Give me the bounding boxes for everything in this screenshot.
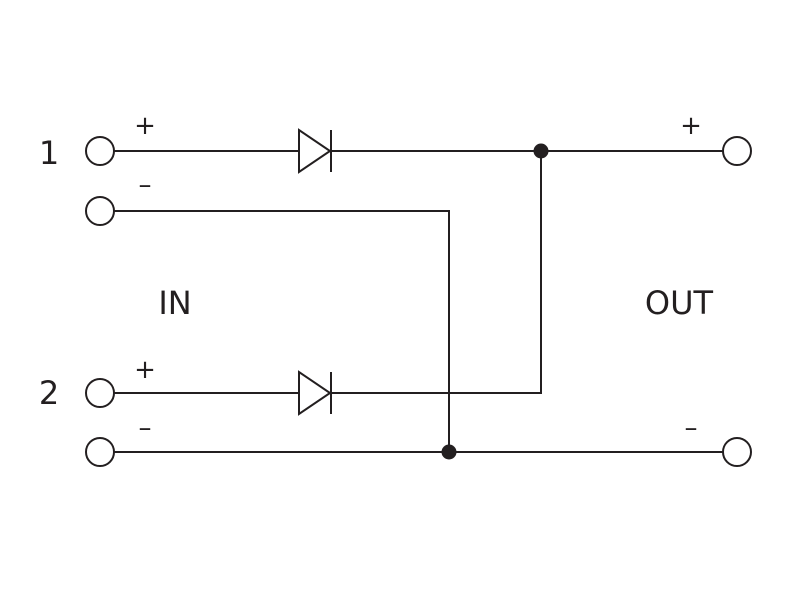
input-1-positive-terminal xyxy=(85,136,115,166)
input-2-plus-sign: + xyxy=(134,355,156,385)
diode-1 xyxy=(298,128,332,174)
output-negative-terminal xyxy=(722,437,752,467)
output-label: OUT xyxy=(645,284,714,322)
positive-junction-dot xyxy=(533,143,549,159)
input-1-negative-terminal xyxy=(85,196,115,226)
negative-junction-dot xyxy=(441,444,457,460)
input-label: IN xyxy=(158,284,191,322)
output-plus-sign: + xyxy=(680,111,702,141)
input-2-positive-wire-right xyxy=(331,151,542,394)
input-2-number: 2 xyxy=(39,374,59,412)
input-2-minus-sign: – xyxy=(139,413,152,443)
input-1-number: 1 xyxy=(39,134,59,172)
diode-2-triangle xyxy=(298,370,332,416)
input-2-positive-terminal xyxy=(85,378,115,408)
diode-1-triangle xyxy=(298,128,332,174)
input-1-minus-sign: – xyxy=(139,170,152,200)
output-minus-sign: – xyxy=(685,413,698,443)
output-positive-terminal xyxy=(722,136,752,166)
input-1-negative-wire xyxy=(114,210,450,452)
diode-2 xyxy=(298,370,332,416)
input-1-plus-sign: + xyxy=(134,111,156,141)
input-2-negative-terminal xyxy=(85,437,115,467)
